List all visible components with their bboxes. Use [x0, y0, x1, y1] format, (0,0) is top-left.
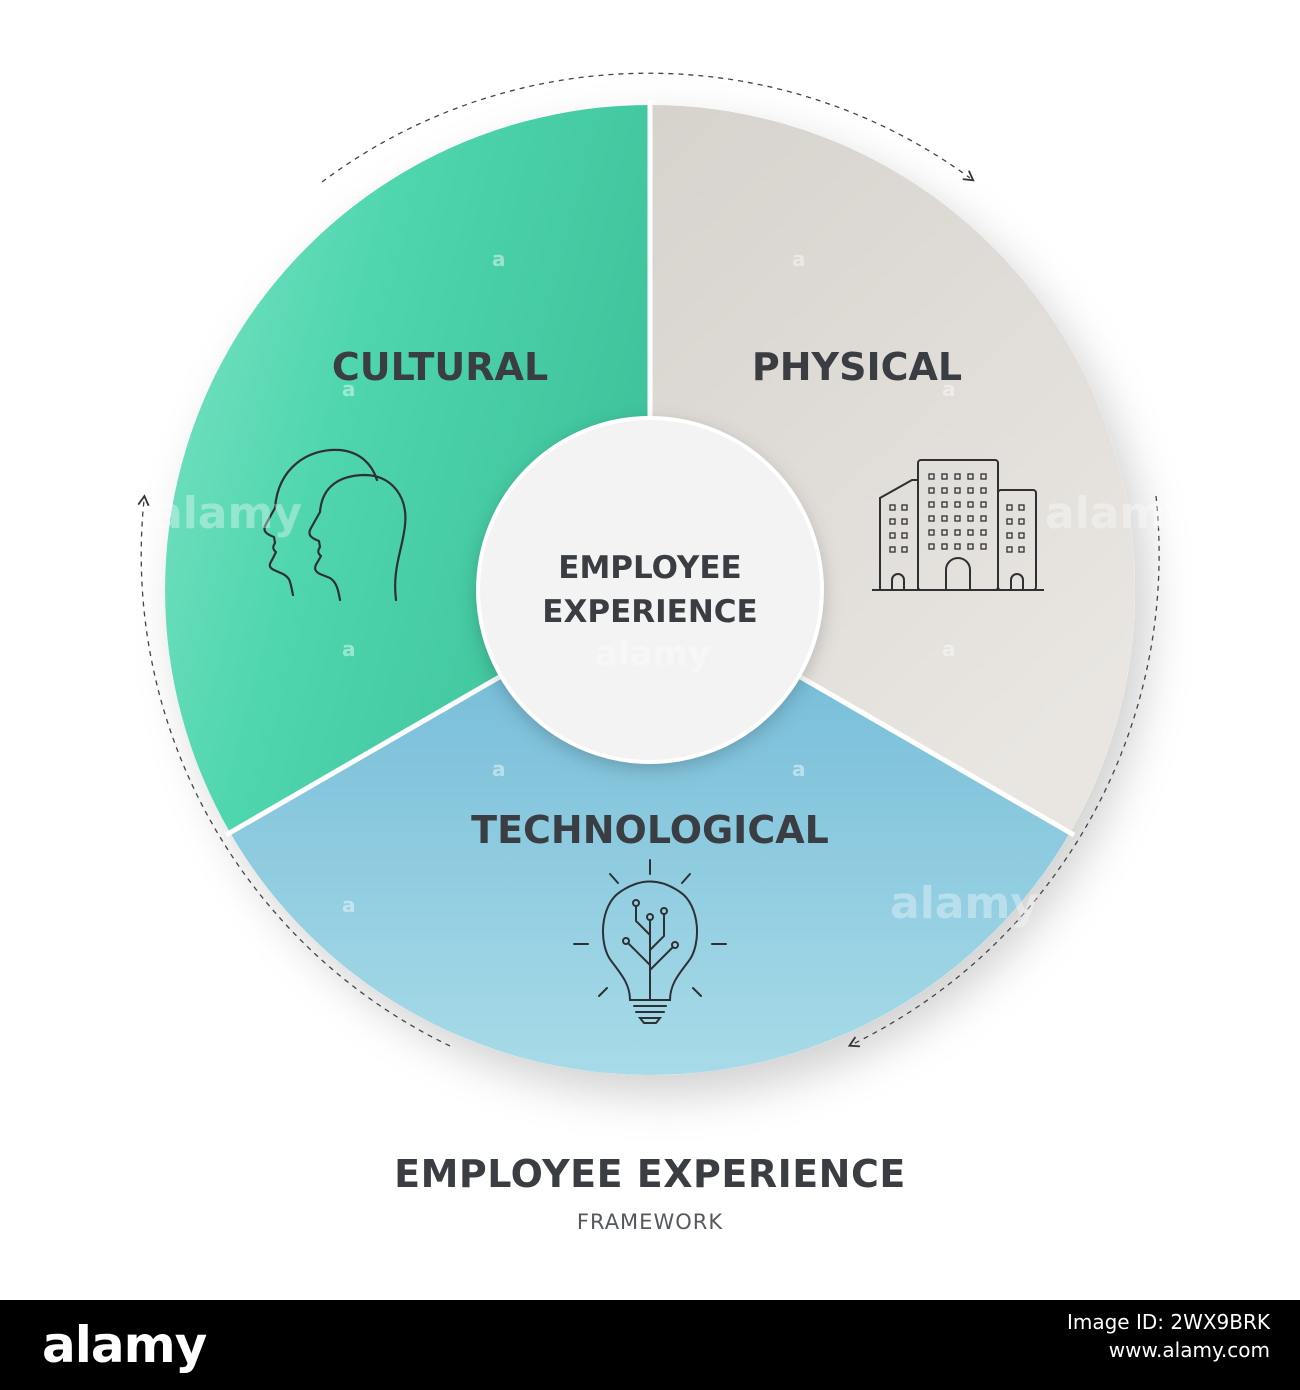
framework-diagram: CULTURAL PHYSICAL TECHNOLOGICAL EMPLOYEE…: [137, 72, 1194, 1075]
stock-site: www.alamy.com: [1108, 1338, 1270, 1362]
image-id: Image ID: 2WX9BRK: [1066, 1310, 1270, 1334]
stock-banner: alamy Image ID: 2WX9BRK www.alamy.com: [0, 1300, 1300, 1390]
stock-info: Image ID: 2WX9BRK www.alamy.com: [1067, 1308, 1270, 1364]
watermark-letter: a: [942, 637, 956, 661]
center-circle-rim: [476, 416, 824, 764]
watermark-layer: alamy alamy alamy alamy a a a a a a a a …: [153, 247, 1194, 929]
arrow-right: [847, 495, 1160, 1048]
watermark: alamy: [153, 488, 302, 539]
watermark-letter: a: [342, 637, 356, 661]
label-technological: TECHNOLOGICAL: [471, 808, 829, 852]
two-heads-icon: [263, 448, 407, 602]
lightbulb-circuit-icon: [573, 859, 727, 1024]
label-cultural: CULTURAL: [332, 345, 548, 389]
watermark-letter: a: [942, 377, 956, 401]
center-label-line2: EXPERIENCE: [542, 594, 757, 630]
watermark-letter: a: [792, 757, 806, 781]
watermark: alamy: [1045, 488, 1194, 539]
stock-logo: alamy: [42, 1316, 207, 1374]
arrow-top: [321, 72, 975, 183]
watermark-letter: a: [492, 247, 506, 271]
label-physical: PHYSICAL: [752, 345, 962, 389]
watermark-letter: a: [342, 893, 356, 917]
segment-technological: [230, 590, 1070, 1075]
cycle-arrows: [137, 72, 1160, 1048]
footer-title: EMPLOYEE EXPERIENCE: [394, 1152, 906, 1196]
watermark: alamy: [890, 878, 1039, 929]
office-buildings-icon: [872, 459, 1044, 591]
arrow-left: [137, 494, 451, 1047]
watermark-letter: a: [342, 377, 356, 401]
center-circle: [478, 418, 822, 762]
center-label-line1: EMPLOYEE: [558, 550, 741, 586]
watermark-letter: a: [492, 757, 506, 781]
watermark: alamy: [595, 634, 710, 674]
watermark-letter: a: [792, 247, 806, 271]
footer-subtitle: FRAMEWORK: [576, 1210, 724, 1234]
diagram-canvas: CULTURAL PHYSICAL TECHNOLOGICAL EMPLOYEE…: [137, 72, 1194, 1075]
